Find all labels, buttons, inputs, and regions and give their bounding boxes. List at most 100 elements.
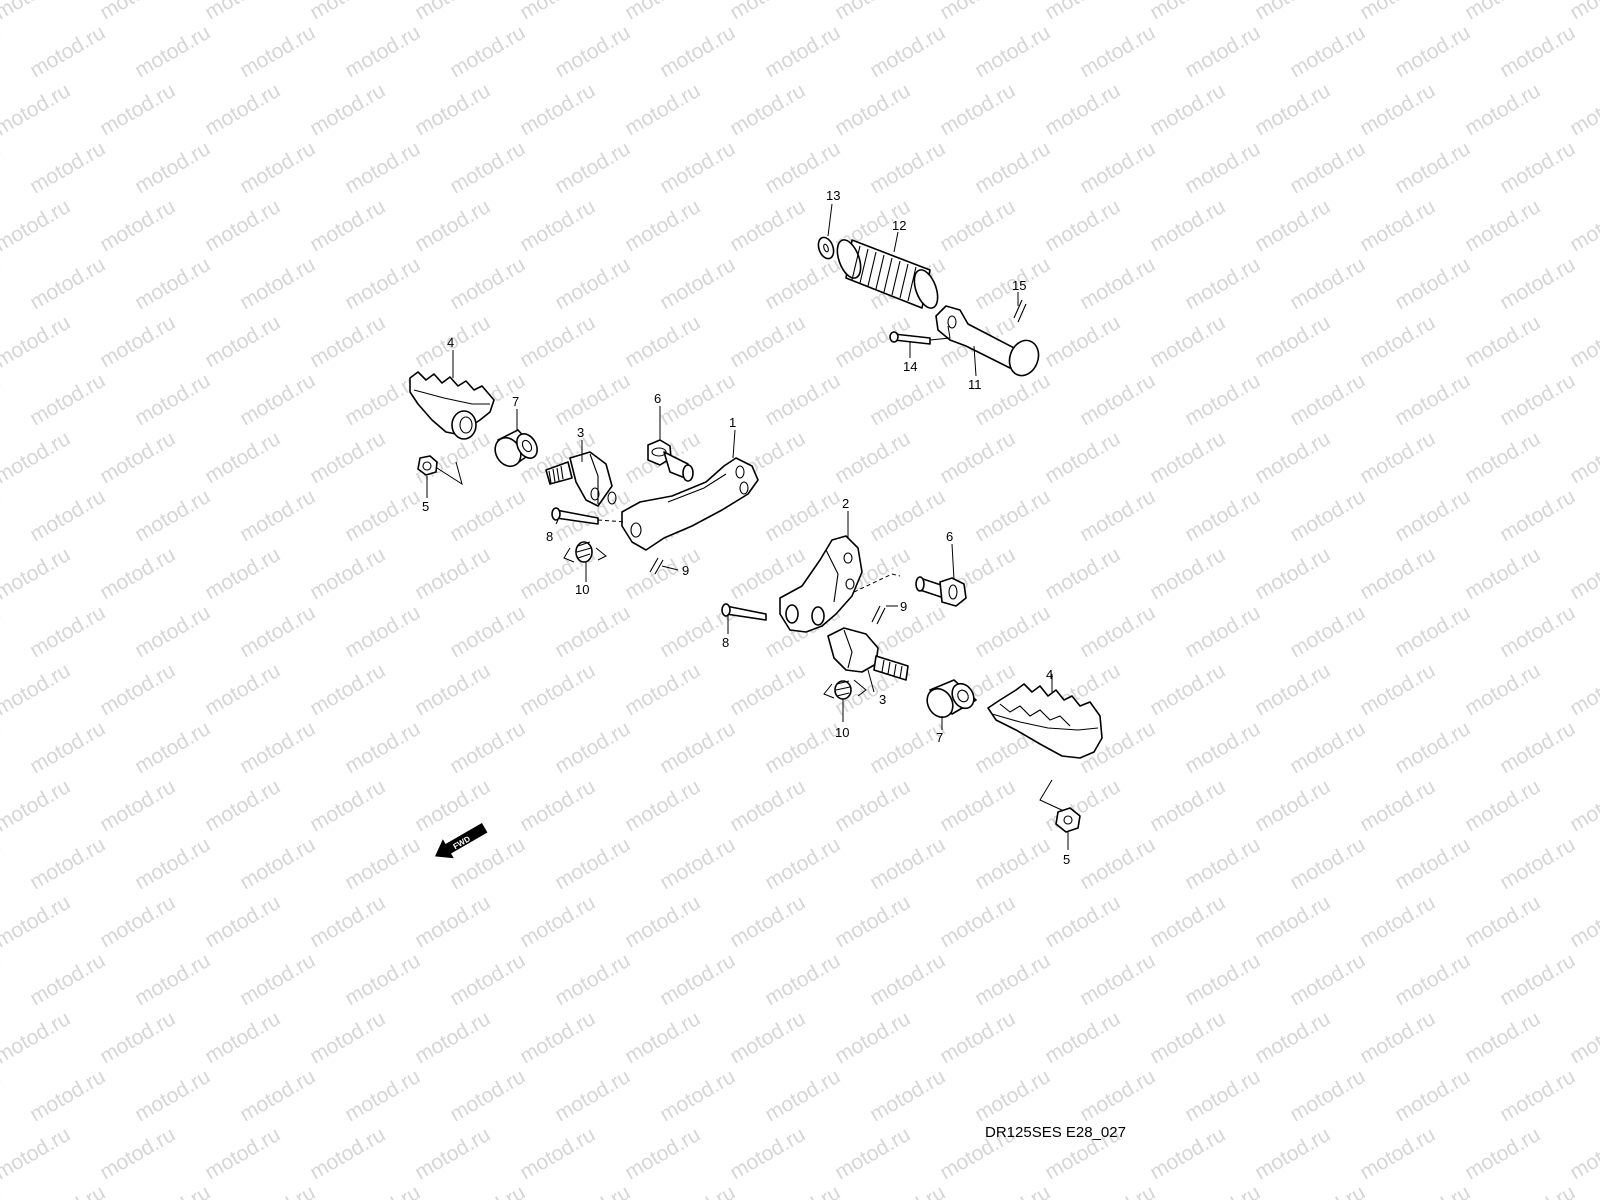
watermark-text: motod.ru	[201, 1123, 284, 1184]
watermark-text: motod.ru	[551, 601, 634, 662]
watermark-text: motod.ru	[971, 369, 1054, 430]
watermark-text: motod.ru	[1391, 1065, 1474, 1126]
watermark-text: motod.ru	[341, 717, 424, 778]
watermark-text: motod.ru	[656, 253, 739, 314]
watermark-text: motod.ru	[726, 775, 809, 836]
watermark-text: motod.ru	[1391, 137, 1474, 198]
watermark-text: motod.ru	[341, 833, 424, 894]
watermark-text: motod.ru	[761, 369, 844, 430]
watermark-text: motod.ru	[411, 1007, 494, 1068]
watermark-text: motod.ru	[1356, 311, 1439, 372]
watermark-text: motod.ru	[1356, 0, 1439, 24]
watermark-text: motod.ru	[516, 0, 599, 24]
watermark-text: motod.ru	[831, 775, 914, 836]
watermark-text: motod.ru	[621, 311, 704, 372]
footrest-rubber	[836, 239, 939, 309]
watermark-text: motod.ru	[411, 0, 494, 24]
watermark-text: motod.ru	[96, 659, 179, 720]
watermark-text: motod.ru	[411, 543, 494, 604]
callout-3-right: 3	[879, 692, 886, 707]
watermark-text: motod.ru	[1496, 949, 1579, 1010]
bolt-right	[915, 576, 967, 607]
watermark-text: motod.ru	[0, 1123, 74, 1184]
watermark-text: motod.ru	[0, 891, 74, 952]
watermark-text: motod.ru	[1251, 1123, 1334, 1184]
watermark-text: motod.ru	[1461, 195, 1544, 256]
callout-14: 14	[903, 359, 917, 374]
watermark-text: motod.ru	[551, 1065, 634, 1126]
watermark-text: motod.ru	[96, 891, 179, 952]
watermark-text: motod.ru	[1251, 659, 1334, 720]
watermark-text: motod.ru	[726, 79, 809, 140]
watermark-text: motod.ru	[551, 253, 634, 314]
watermark-text: motod.ru	[1356, 543, 1439, 604]
watermark-text: motod.ru	[0, 195, 74, 256]
watermark-text: motod.ru	[1076, 949, 1159, 1010]
watermark-text: motod.ru	[131, 1065, 214, 1126]
watermark-text: motod.ru	[306, 79, 389, 140]
watermark-text: motod.ru	[1496, 1181, 1579, 1200]
watermark-text: motod.ru	[131, 369, 214, 430]
watermark-text: motod.ru	[656, 717, 739, 778]
pin-right	[721, 603, 767, 621]
watermark-text: motod.ru	[1041, 1007, 1124, 1068]
watermark-text: motod.ru	[201, 775, 284, 836]
watermark-text: motod.ru	[1041, 427, 1124, 488]
watermark-text: motod.ru	[621, 1007, 704, 1068]
watermark-text: motod.ru	[446, 21, 529, 82]
watermark-text: motod.ru	[1496, 601, 1579, 662]
callout-9-left: 9	[682, 563, 689, 578]
watermark-text: motod.ru	[1391, 833, 1474, 894]
watermark-text: motod.ru	[1076, 485, 1159, 546]
watermark-text: motod.ru	[306, 0, 389, 24]
watermark-text: motod.ru	[1076, 1065, 1159, 1126]
watermark-text: motod.ru	[1461, 775, 1544, 836]
watermark-text: motod.ru	[1181, 21, 1264, 82]
callout-6-left: 6	[654, 391, 661, 406]
watermark-text: motod.ru	[0, 253, 4, 314]
watermark-text: motod.ru	[1251, 891, 1334, 952]
watermark-text: motod.ru	[411, 659, 494, 720]
callout-2: 2	[842, 496, 849, 511]
watermark-text: motod.ru	[621, 1123, 704, 1184]
watermark-text: motod.ru	[1566, 891, 1600, 952]
watermark-text: motod.ru	[236, 833, 319, 894]
watermark-text: motod.ru	[1566, 0, 1600, 24]
bolt-left	[647, 439, 694, 482]
watermark-text: motod.ru	[131, 717, 214, 778]
watermark-text: motod.ru	[1566, 775, 1600, 836]
watermark-text: motod.ru	[1496, 21, 1579, 82]
watermark-text: motod.ru	[831, 0, 914, 24]
watermark-text: motod.ru	[1251, 0, 1334, 24]
watermark-text: motod.ru	[1566, 311, 1600, 372]
watermark-text: motod.ru	[971, 949, 1054, 1010]
watermark-text: motod.ru	[96, 1123, 179, 1184]
watermark-text: motod.ru	[1076, 21, 1159, 82]
pillion-footrest	[935, 305, 1040, 377]
watermark-text: motod.ru	[1251, 427, 1334, 488]
watermark-text: motod.ru	[516, 891, 599, 952]
callout-7-right: 7	[936, 730, 943, 745]
watermark-text: motod.ru	[1076, 601, 1159, 662]
watermark-text: motod.ru	[971, 1181, 1054, 1200]
watermark-text: motod.ru	[1146, 775, 1229, 836]
watermark-text: motod.ru	[621, 775, 704, 836]
watermark-text: motod.ru	[1566, 79, 1600, 140]
watermark-text: motod.ru	[1181, 1065, 1264, 1126]
watermark-text: motod.ru	[96, 775, 179, 836]
watermark-text: motod.ru	[551, 369, 634, 430]
watermark-text: motod.ru	[1566, 195, 1600, 256]
watermark-text: motod.ru	[971, 485, 1054, 546]
watermark-text: motod.ru	[1391, 717, 1474, 778]
right-footrest-assembly	[721, 535, 1103, 833]
watermark-text: motod.ru	[656, 21, 739, 82]
watermark-text: motod.ru	[341, 253, 424, 314]
watermark-text: motod.ru	[1461, 0, 1544, 24]
watermark-text: motod.ru	[1461, 891, 1544, 952]
watermark-text: motod.ru	[131, 137, 214, 198]
watermark-text: motod.ru	[1146, 0, 1229, 24]
watermark-text: motod.ru	[726, 195, 809, 256]
watermark-text: motod.ru	[236, 253, 319, 314]
watermark-text: motod.ru	[0, 79, 74, 140]
callout-15: 15	[1012, 278, 1026, 293]
